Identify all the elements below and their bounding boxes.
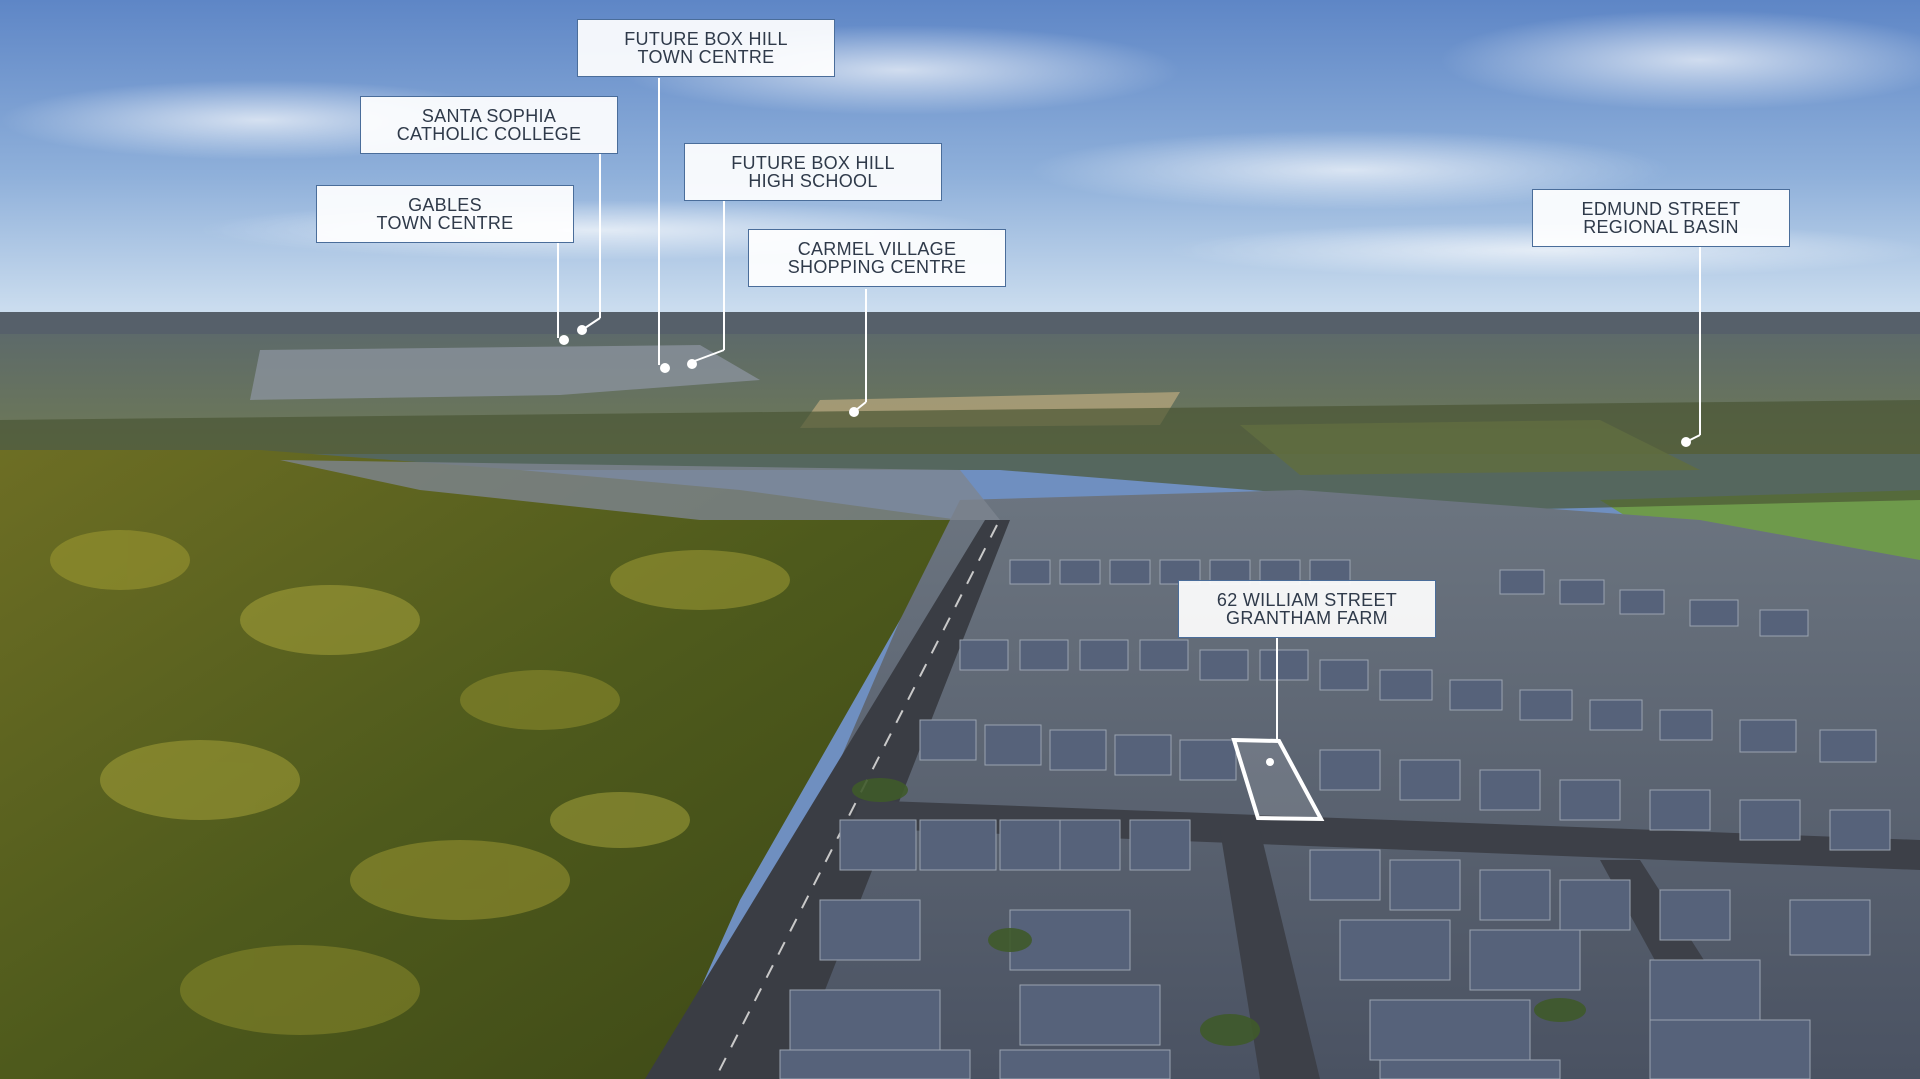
callout-gables-line2: TOWN CENTRE — [376, 213, 514, 233]
callout-future-box-hill-high-school: FUTURE BOX HILL HIGH SCHOOL — [684, 143, 942, 201]
callout-62-william-street: 62 WILLIAM STREET GRANTHAM FARM — [1178, 580, 1436, 638]
main-road — [645, 520, 1010, 1079]
callout-santa-sophia-line1: SANTA SOPHIA — [421, 106, 557, 126]
side-street — [1220, 830, 1320, 1079]
tree-band — [0, 400, 1920, 510]
callout-santa-sophia-line2: CATHOLIC COLLEGE — [396, 124, 582, 144]
callout-carmel-village: CARMEL VILLAGE SHOPPING CENTRE — [748, 229, 1006, 287]
suburb-tree-patches — [852, 778, 1586, 1046]
callout-william-street-line1: 62 WILLIAM STREET — [1216, 590, 1398, 610]
callout-william-street-line2: GRANTHAM FARM — [1226, 608, 1388, 628]
callout-future-box-hill-town-line1: FUTURE BOX HILL — [624, 29, 788, 49]
callout-santa-sophia: SANTA SOPHIA CATHOLIC COLLEGE — [360, 96, 618, 154]
callout-carmel-village-line1: CARMEL VILLAGE — [797, 239, 957, 259]
callout-edmund-street: EDMUND STREET REGIONAL BASIN — [1532, 189, 1790, 247]
pointer-lines — [557, 78, 1701, 740]
property-outline — [1231, 737, 1325, 822]
callout-future-box-hill-town-centre: FUTURE BOX HILL TOWN CENTRE — [577, 19, 835, 77]
callout-edmund-street-line2: REGIONAL BASIN — [1583, 217, 1739, 237]
callout-gables-line1: GABLES — [408, 195, 482, 215]
horizon-ridge — [0, 312, 1920, 336]
mid-suburb-left — [280, 460, 1000, 520]
callout-carmel-village-line2: SHOPPING CENTRE — [787, 257, 967, 277]
callout-future-box-hill-high-line2: HIGH SCHOOL — [748, 171, 878, 191]
distant-suburb — [250, 345, 760, 400]
callout-future-box-hill-town-line2: TOWN CENTRE — [637, 47, 775, 67]
callout-edmund-street-line1: EDMUND STREET — [1581, 199, 1741, 219]
suburb-area — [680, 490, 1920, 1079]
forest-canopy-highlights — [50, 530, 790, 1035]
callout-future-box-hill-high-line1: FUTURE BOX HILL — [731, 153, 895, 173]
house-roofs — [779, 559, 1891, 1079]
cross-street-1 — [850, 800, 1920, 870]
callout-gables: GABLES TOWN CENTRE — [316, 185, 574, 243]
